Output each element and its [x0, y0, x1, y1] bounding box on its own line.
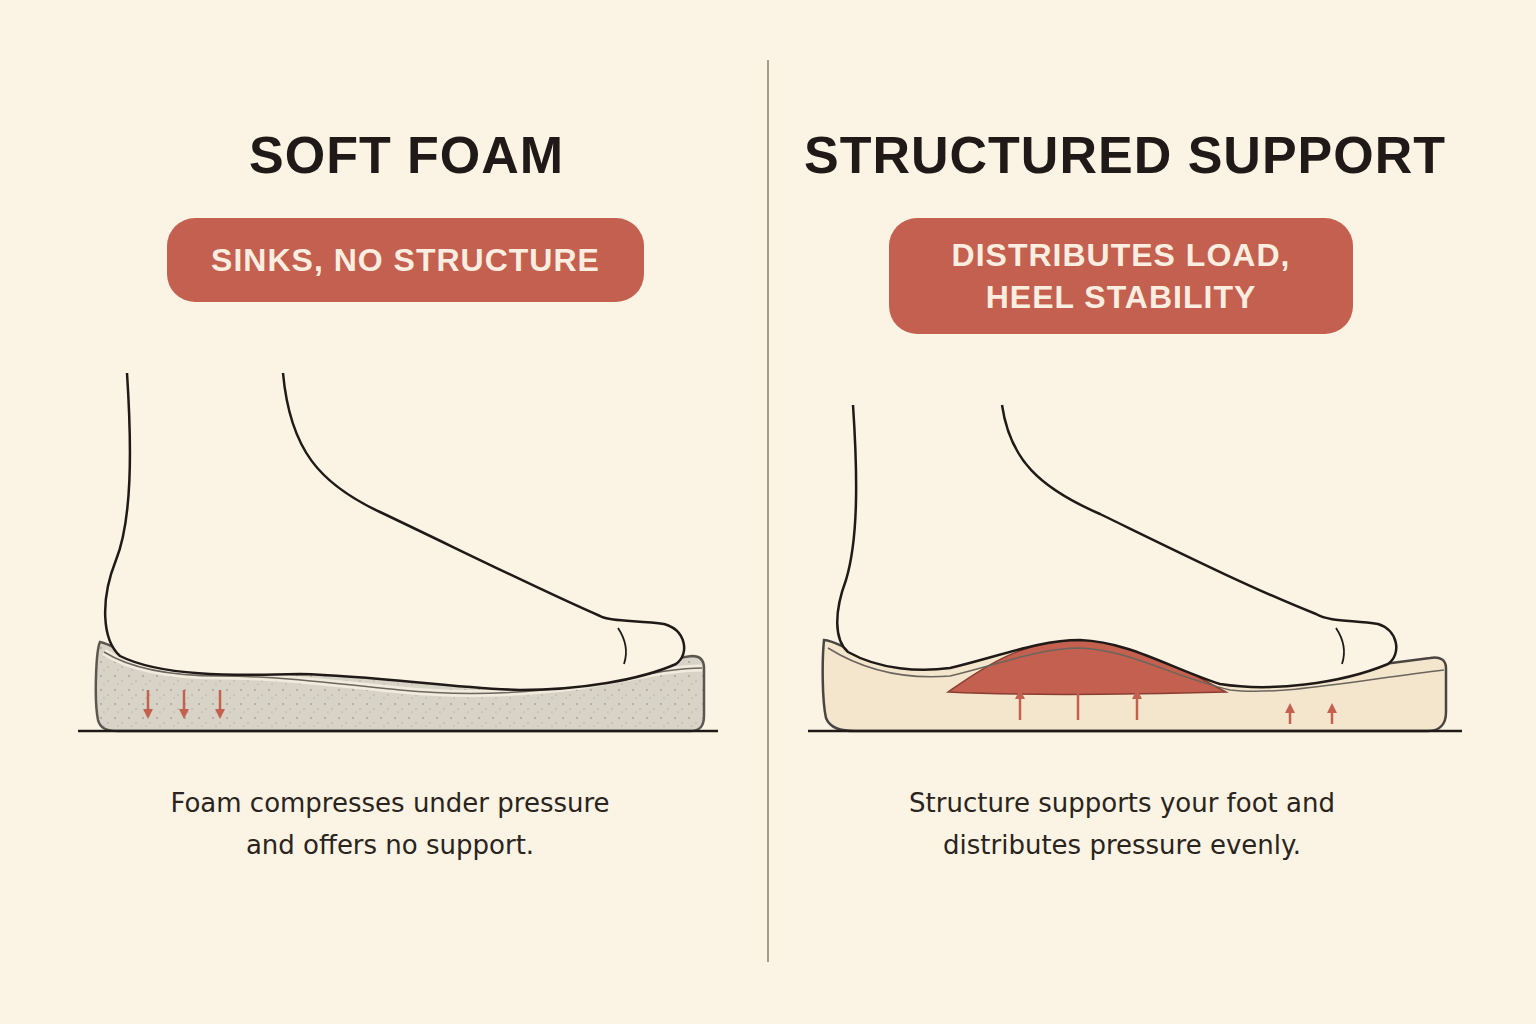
label-pill: SINKS, NO STRUCTURE — [167, 218, 644, 302]
divider — [767, 60, 769, 962]
pill-text: SINKS, NO STRUCTURE — [211, 238, 600, 282]
panel-heading: STRUCTURED SUPPORT — [804, 125, 1446, 185]
structured-insole-figure — [808, 405, 1462, 731]
soft-foam-figure — [78, 373, 718, 731]
panel-caption: Foam compresses under pressure and offer… — [155, 782, 625, 866]
pill-text: DISTRIBUTES LOAD, HEEL STABILITY — [919, 234, 1323, 318]
panel-heading: SOFT FOAM — [249, 125, 564, 185]
panel-caption: Structure supports your foot and distrib… — [872, 782, 1372, 866]
label-pill: DISTRIBUTES LOAD, HEEL STABILITY — [889, 218, 1353, 334]
